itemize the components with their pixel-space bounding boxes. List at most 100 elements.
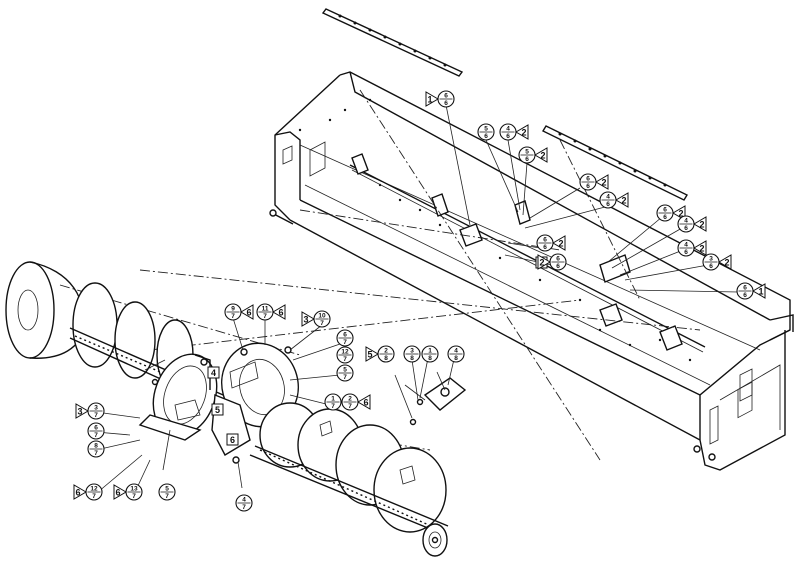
callout-flag-number: 2 (699, 244, 704, 254)
upper-slat-strip (321, 8, 464, 77)
callout-bottom-number: 7 (242, 504, 246, 511)
callout-flag (718, 254, 732, 270)
callout-bottom-number: 7 (94, 450, 98, 457)
callout-top-number: 9 (231, 306, 235, 313)
callout-top-number: 13 (130, 486, 138, 493)
callout-flag-number: 6 (278, 308, 283, 318)
callout-c27: 57 (158, 483, 176, 501)
callout-c4: 2 56 (518, 146, 548, 164)
callout-flag-number: 2 (601, 178, 606, 188)
svg-text:5: 5 (215, 405, 220, 415)
callout-flag-number: 3 (303, 315, 308, 325)
callout-bottom-number: 6 (556, 263, 560, 270)
callout-top-number: 5 (343, 367, 347, 374)
callout-flag (73, 484, 87, 500)
callout-top-number: 5 (525, 149, 529, 156)
callout-bottom-number: 8 (454, 355, 458, 362)
callout-c29: 5 28 (365, 345, 395, 363)
callout-c2: 56 (477, 123, 495, 141)
callout-top-number: 6 (94, 425, 98, 432)
callout-flag-number: 1 (758, 287, 763, 297)
callout-flag-number: 5 (367, 350, 372, 360)
callout-bottom-number: 6 (525, 156, 529, 163)
callout-flag-number: 2 (521, 128, 526, 138)
callout-bottom-number: 7 (94, 412, 98, 419)
callout-bottom-number: 6 (506, 133, 510, 140)
callout-flag (75, 403, 89, 419)
callout-top-number: 4 (684, 242, 688, 249)
left-flange-assembly (138, 353, 218, 441)
callout-flag (515, 124, 529, 140)
callout-flag-number: 3 (77, 407, 82, 417)
callout-bottom-number: 8 (384, 355, 388, 362)
callout-bottom-number: 7 (231, 313, 235, 320)
callout-flag (357, 394, 371, 410)
callout-flag-number: 2 (724, 258, 729, 268)
callout-top-number: 1 (428, 348, 432, 355)
callout-flag-number: 2 (558, 239, 563, 249)
callout-top-number: 6 (556, 256, 560, 263)
callout-top-number: 5 (484, 126, 488, 133)
callout-flag-number: 2 (678, 209, 683, 219)
callout-bottom-number: 6 (484, 133, 488, 140)
callout-bottom-number: 7 (343, 374, 347, 381)
callout-flag (752, 283, 766, 299)
callout-top-number: 12 (90, 486, 98, 493)
callout-flag (272, 304, 286, 320)
callout-c9: 266 (656, 204, 686, 222)
callout-top-number: 2 (384, 348, 388, 355)
callout-top-number: 5 (165, 486, 169, 493)
trough-housing (269, 71, 794, 471)
callout-c21: 627 (341, 393, 371, 411)
part-label-2: 5 (211, 403, 224, 416)
callout-top-number: 3 (94, 405, 98, 412)
callout-c32: 48 (447, 345, 465, 363)
right-slat-strip (542, 125, 688, 201)
callout-flag-number: 2 (540, 151, 545, 161)
callout-bottom-number: 6 (444, 100, 448, 107)
callout-c26: 6 137 (113, 483, 143, 501)
callout-top-number: 2 (348, 396, 352, 403)
callout-c31: 18 (421, 345, 439, 363)
callout-flag-number: 6 (246, 308, 251, 318)
callout-flag (301, 311, 315, 327)
callout-c3: 246 (499, 123, 529, 141)
callout-bottom-number: 7 (331, 403, 335, 410)
callout-c13: 166 (736, 282, 766, 300)
callout-c28: 47 (235, 494, 253, 512)
callout-flag (365, 346, 379, 362)
callout-c12: 236 (702, 253, 732, 271)
callout-c20: 17 (324, 393, 342, 411)
callout-bottom-number: 7 (132, 493, 136, 500)
part-label-1: 4 (207, 366, 220, 379)
callout-flag (693, 216, 707, 232)
callout-bottom-number: 7 (165, 493, 169, 500)
callout-flag-number: 6 (115, 488, 120, 498)
callout-c7: 266 (536, 234, 566, 252)
callout-c6: 246 (599, 191, 629, 209)
callout-top-number: 1 (331, 396, 335, 403)
callout-bottom-number: 6 (684, 249, 688, 256)
callout-top-number: 6 (444, 93, 448, 100)
callout-bottom-number: 7 (320, 320, 324, 327)
callout-top-number: 6 (586, 176, 590, 183)
callout-bottom-number: 7 (343, 339, 347, 346)
callout-c5: 266 (579, 173, 609, 191)
callout-flag-number: 6 (363, 398, 368, 408)
callout-flag (113, 484, 127, 500)
callout-bottom-number: 7 (263, 313, 267, 320)
callout-top-number: 4 (454, 348, 458, 355)
bearing-bracket-assembly (394, 371, 467, 426)
callout-bottom-number: 6 (684, 225, 688, 232)
callout-top-number: 4 (242, 497, 246, 504)
callout-flag-number: 1 (427, 95, 432, 105)
callout-flag (615, 192, 629, 208)
callout-flag (552, 235, 566, 251)
callout-top-number: 8 (94, 443, 98, 450)
